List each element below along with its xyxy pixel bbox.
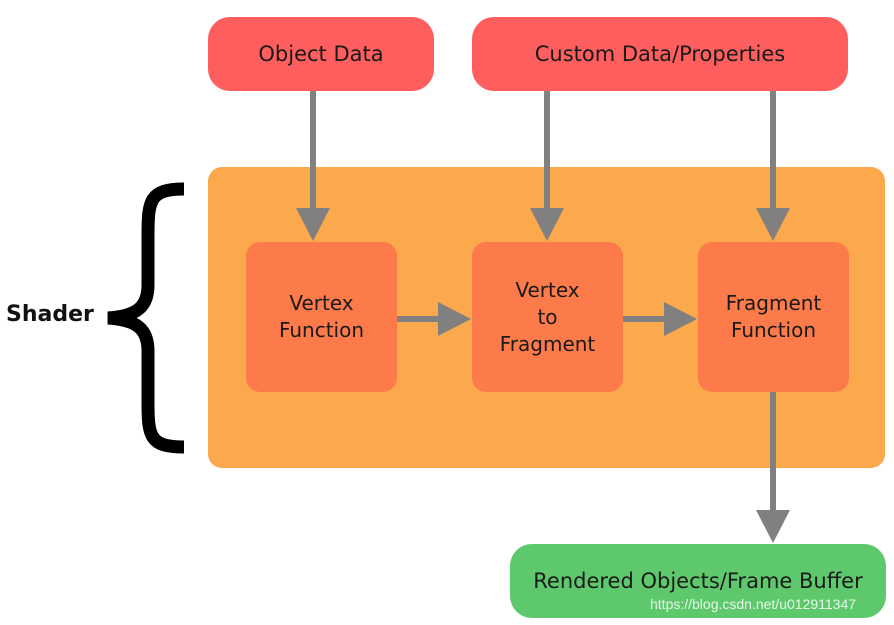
custom-data-label: Custom Data/Properties <box>534 42 786 66</box>
vertex-to-fragment-line-1: Vertex <box>515 277 580 302</box>
fragment-function-node: Fragment Function <box>698 242 849 392</box>
vertex-function-line-1: Vertex <box>289 291 354 315</box>
arrow-vertex-to-v2f <box>397 302 471 336</box>
arrow-custom-to-fragment <box>756 91 790 241</box>
rendered-output-box: Rendered Objects/Frame Buffer <box>510 544 886 618</box>
object-data-label: Object Data <box>258 42 384 66</box>
shader-brace <box>107 182 185 454</box>
fragment-function-line-1: Fragment <box>725 291 822 315</box>
arrow-custom-to-v2f <box>530 91 564 241</box>
fragment-function-line-2: Function <box>730 318 817 342</box>
vertex-function-node: Vertex Function <box>246 242 397 392</box>
arrow-fragment-to-output <box>756 392 790 543</box>
arrow-v2f-to-fragment <box>623 302 697 336</box>
watermark: https://blog.csdn.net/u012911347 <box>650 596 857 612</box>
object-data-box: Object Data <box>208 17 434 91</box>
arrow-object-to-vertex <box>296 91 330 241</box>
custom-data-box: Custom Data/Properties <box>472 17 848 91</box>
vertex-to-fragment-node: Vertex to Fragment <box>472 242 623 392</box>
vertex-to-fragment-line-2: to <box>537 304 558 329</box>
vertex-function-line-2: Function <box>278 318 365 342</box>
vertex-to-fragment-line-3: Fragment <box>499 331 596 356</box>
shader-label: Shader <box>6 302 94 327</box>
rendered-output-label: Rendered Objects/Frame Buffer <box>533 569 863 593</box>
